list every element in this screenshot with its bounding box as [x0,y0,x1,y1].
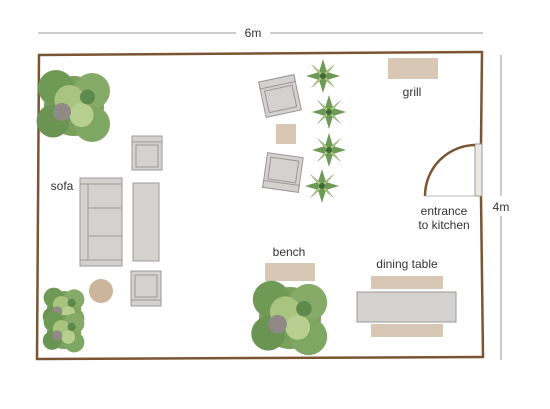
armchair-bottom[interactable] [130,270,162,307]
shrub-top-left [36,70,110,142]
lounge-chair-bottom[interactable] [262,152,304,193]
palm-plant-4 [305,169,339,203]
round-side-table[interactable] [89,279,113,303]
lounge-side-table[interactable] [276,124,296,144]
shrub-bottom-center [251,280,328,356]
lounge-chair-top[interactable] [258,74,302,118]
width-dimension-label: 6m [245,26,262,40]
room-walls [35,50,485,361]
sofa-label: sofa [51,179,74,193]
entrance-label-line2: to kitchen [418,218,469,232]
dining-table[interactable] [356,276,457,337]
palm-plant-2 [312,95,346,129]
palm-plant-1 [306,59,340,93]
entrance-label-line1: entrance [421,204,468,218]
grill[interactable] [388,58,438,79]
kitchen-entrance-door[interactable] [423,143,483,197]
dining-table-label: dining table [376,257,438,271]
coffee-table[interactable] [132,182,160,262]
sofa[interactable] [79,177,123,267]
grill-label: grill [403,85,422,99]
shrub-bottom-left-lower [42,311,85,353]
bench-label: bench [273,245,306,259]
armchair-top[interactable] [131,135,163,171]
height-dimension-label: 4m [493,200,510,214]
palm-plant-3 [312,133,346,167]
bench[interactable] [265,263,315,281]
